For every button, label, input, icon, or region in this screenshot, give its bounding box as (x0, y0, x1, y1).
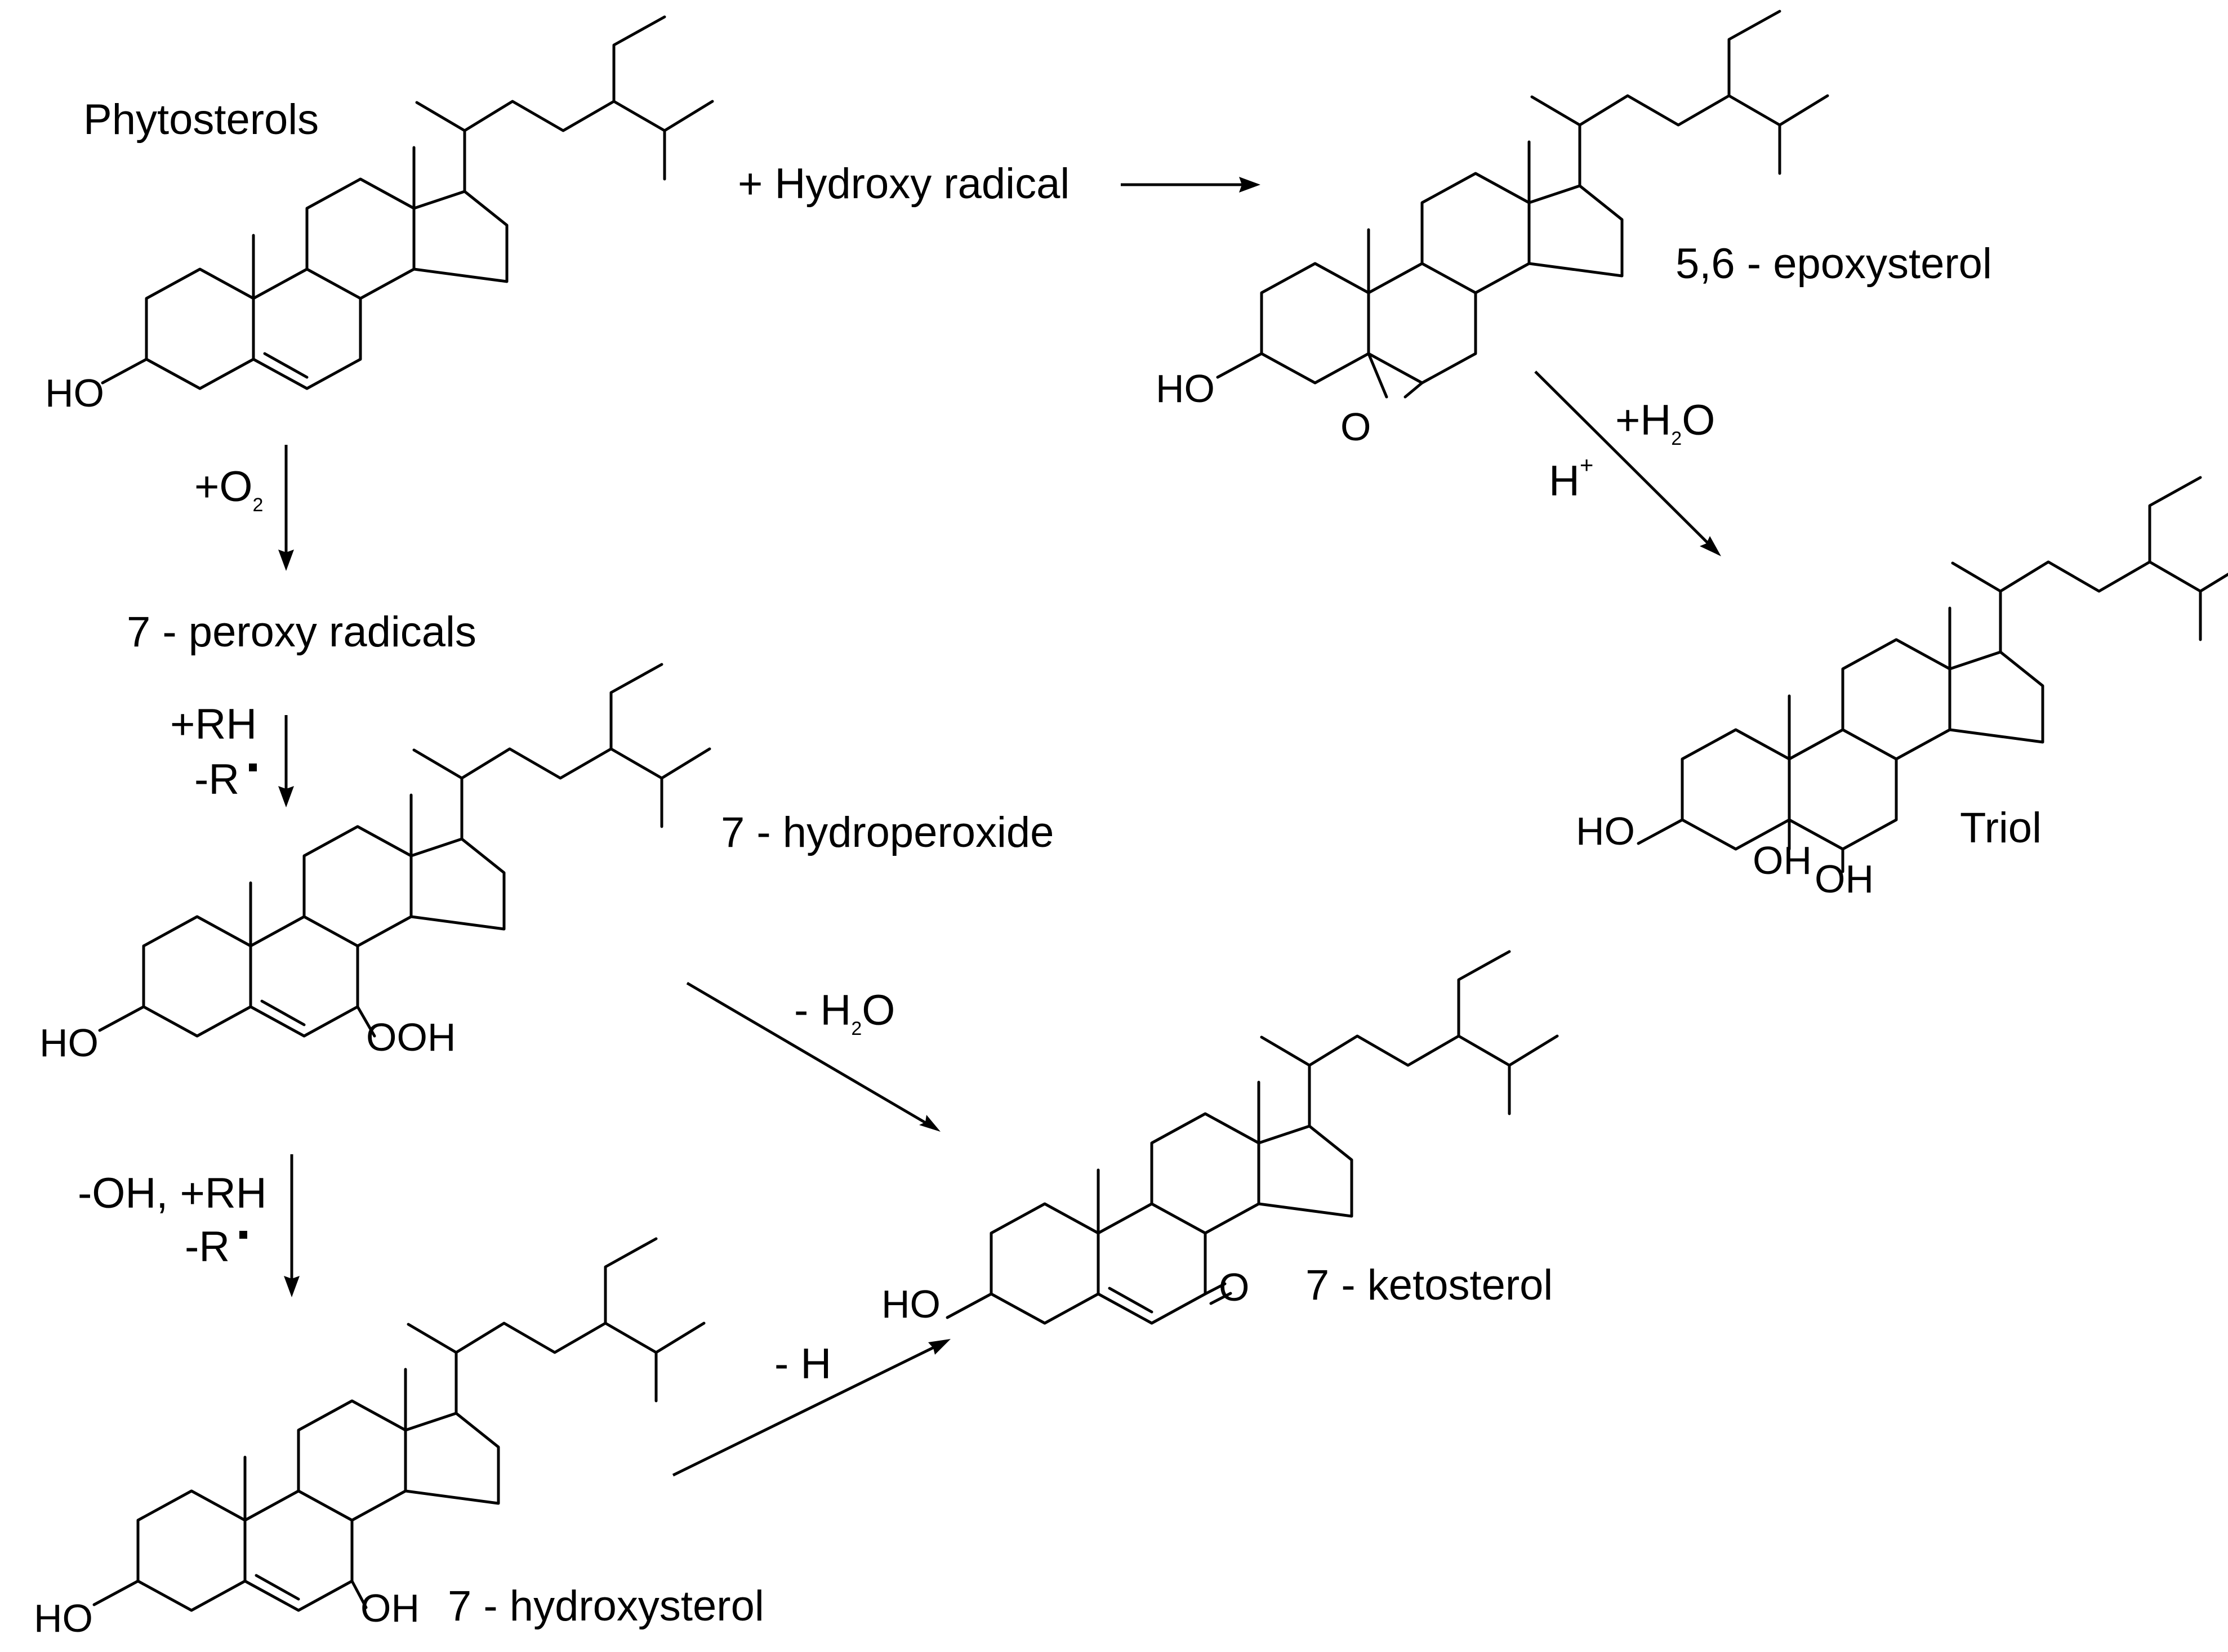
ketosterol-o: O (1219, 1265, 1249, 1309)
arrow-water-loss (686, 981, 941, 1132)
peroxy-radicals-label: 7 - peroxy radicals (127, 608, 476, 656)
epoxysterol-structure (1218, 11, 1828, 399)
phytosterols-ho: HO (45, 371, 104, 415)
r-radical-label-2: -R (185, 1223, 230, 1271)
oh-rh-label: -OH, +RH (78, 1169, 267, 1217)
hydroxysterol-structure (94, 1239, 704, 1610)
arrow-rh (278, 715, 294, 807)
radical-dot-icon (249, 764, 257, 771)
hydroxysterol-oh: OH (360, 1586, 420, 1630)
ketosterol-label: 7 - ketosterol (1305, 1261, 1553, 1309)
water-add-label: +H2O (1615, 396, 1715, 449)
ketosterol-structure (947, 952, 1557, 1323)
epoxysterol-label: 5,6 - epoxysterol (1676, 240, 1992, 288)
water-loss-label: - H2O (794, 986, 895, 1039)
epoxysterol-o: O (1340, 405, 1371, 449)
epoxysterol-ho: HO (1156, 367, 1215, 410)
hydroperoxide-label: 7 - hydroperoxide (721, 809, 1054, 856)
phytosterol-structure (103, 17, 712, 389)
rh-label: +RH (170, 700, 257, 748)
hydroperoxide-structure (100, 664, 710, 1038)
triol-oh-6: OH (1815, 857, 1874, 901)
ketosterol-ho: HO (881, 1282, 941, 1326)
radical-dot-icon-2 (239, 1231, 247, 1239)
arrow-h-loss (672, 1339, 951, 1477)
hydroxysterol-ho: HO (34, 1596, 93, 1640)
h-loss-label: - H (774, 1340, 831, 1388)
triol-structure (1638, 477, 2228, 873)
acid-label: H+ (1549, 452, 1593, 505)
r-radical-label: -R (194, 756, 239, 803)
triol-oh-5: OH (1753, 838, 1812, 882)
arrow-hydroxy-radical (1121, 177, 1260, 193)
hydroperoxide-ho: HO (39, 1021, 99, 1065)
hydroxy-radical-label: + Hydroxy radical (738, 160, 1070, 208)
triol-label: Triol (1960, 804, 2042, 852)
oxygen-label: +O2 (194, 463, 263, 516)
arrow-oxygen (278, 445, 294, 571)
triol-ho: HO (1576, 809, 1635, 853)
arrow-oh-rh (284, 1154, 300, 1297)
arrow-hydration (1534, 370, 1721, 556)
hydroperoxide-ooh: OOH (366, 1015, 456, 1059)
hydroxysterol-label: 7 - hydroxysterol (448, 1582, 764, 1630)
phytosterols-label: Phytosterols (83, 96, 319, 144)
